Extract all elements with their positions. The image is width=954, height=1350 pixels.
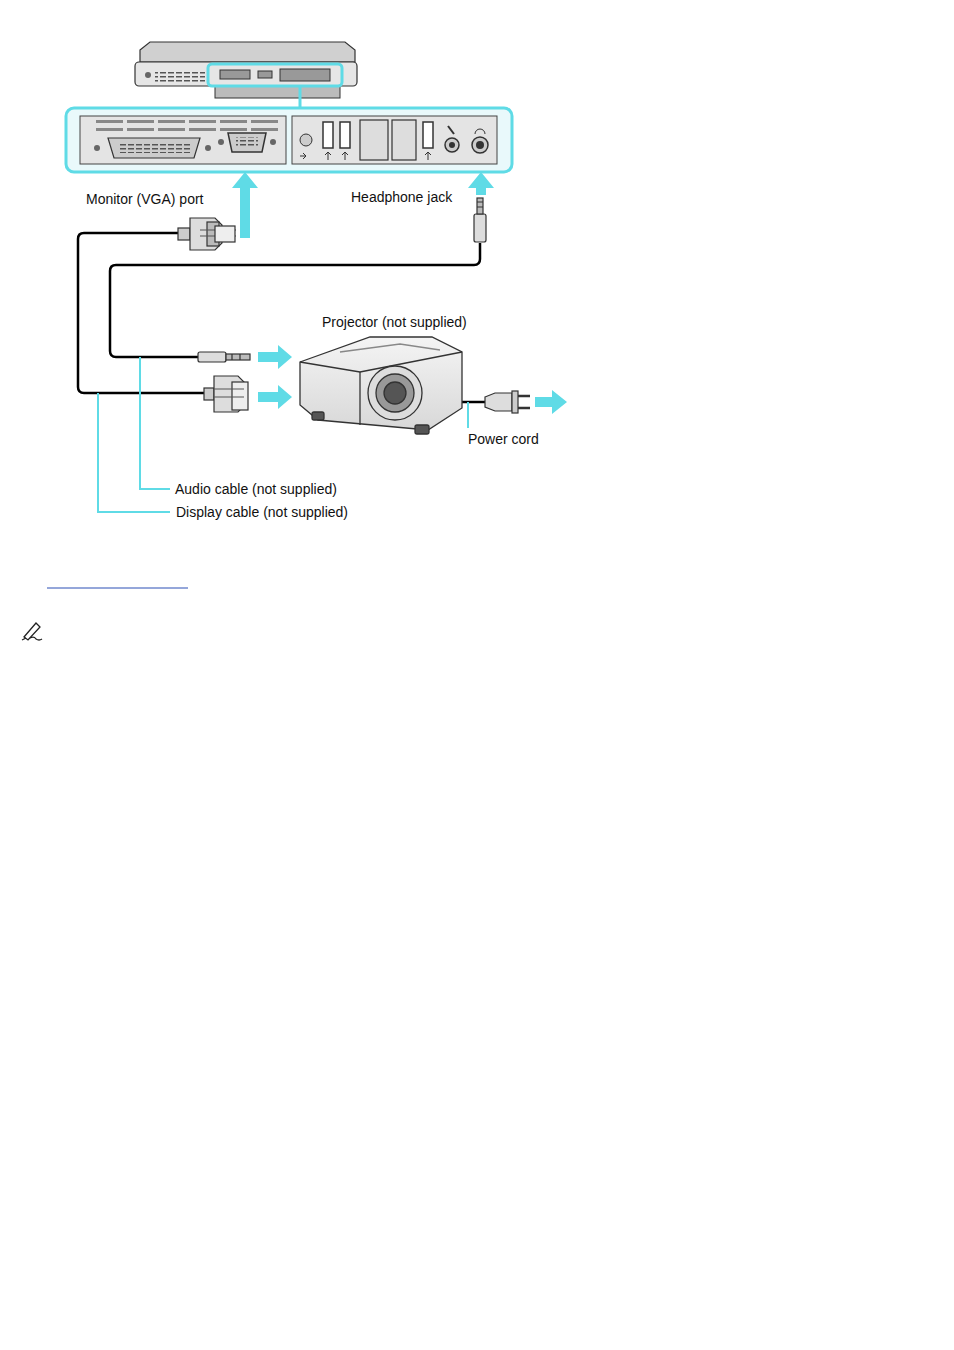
vga-plug [204, 376, 248, 412]
link-underline [47, 588, 188, 589]
plug-arrows [232, 172, 567, 414]
vga-plug [178, 218, 236, 250]
audio-plug [198, 198, 486, 362]
device-label: Projector (not supplied) [320, 314, 469, 330]
laptop [135, 42, 357, 108]
part-label: Power cord [466, 431, 541, 447]
projector [300, 337, 462, 434]
cable-label: Audio cable (not supplied) [173, 481, 339, 497]
leader-lines [98, 357, 468, 512]
port-label: Headphone jack [349, 189, 454, 205]
port-label: Monitor (VGA) port [84, 191, 205, 207]
note-icon [22, 623, 42, 640]
power-plug [485, 391, 530, 413]
port-panel [66, 108, 512, 172]
cable-label: Display cable (not supplied) [174, 504, 350, 520]
